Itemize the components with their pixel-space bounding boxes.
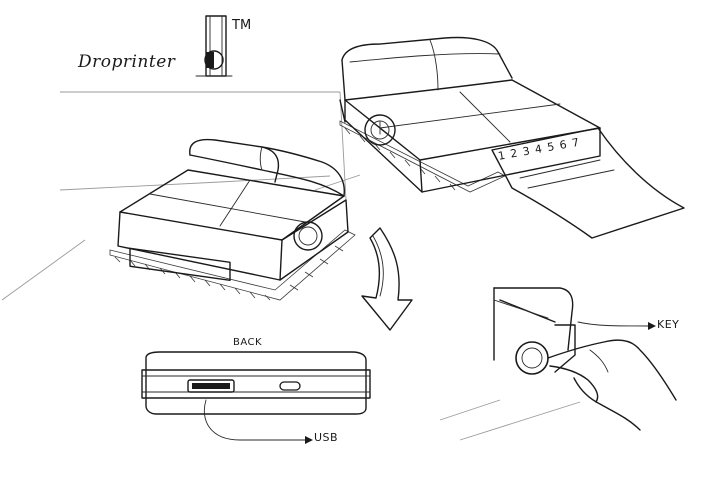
power-port	[279, 381, 301, 391]
perspective-guides	[1, 91, 361, 301]
key-label: KEY	[657, 318, 680, 331]
printer-back-view	[141, 351, 371, 444]
brand-name: Droprinter	[78, 52, 176, 72]
key-detail-view	[439, 287, 677, 441]
back-view-label: BACK	[233, 337, 263, 348]
printer-sketch-printing	[339, 36, 685, 239]
usb-label: USB	[314, 431, 339, 444]
usb-port	[187, 379, 235, 393]
trademark-symbol: TM	[232, 18, 252, 33]
key-button	[515, 341, 549, 375]
printer-sketch-front	[109, 138, 356, 301]
brand-logo-mark	[195, 15, 233, 77]
direction-arrow	[361, 227, 413, 331]
